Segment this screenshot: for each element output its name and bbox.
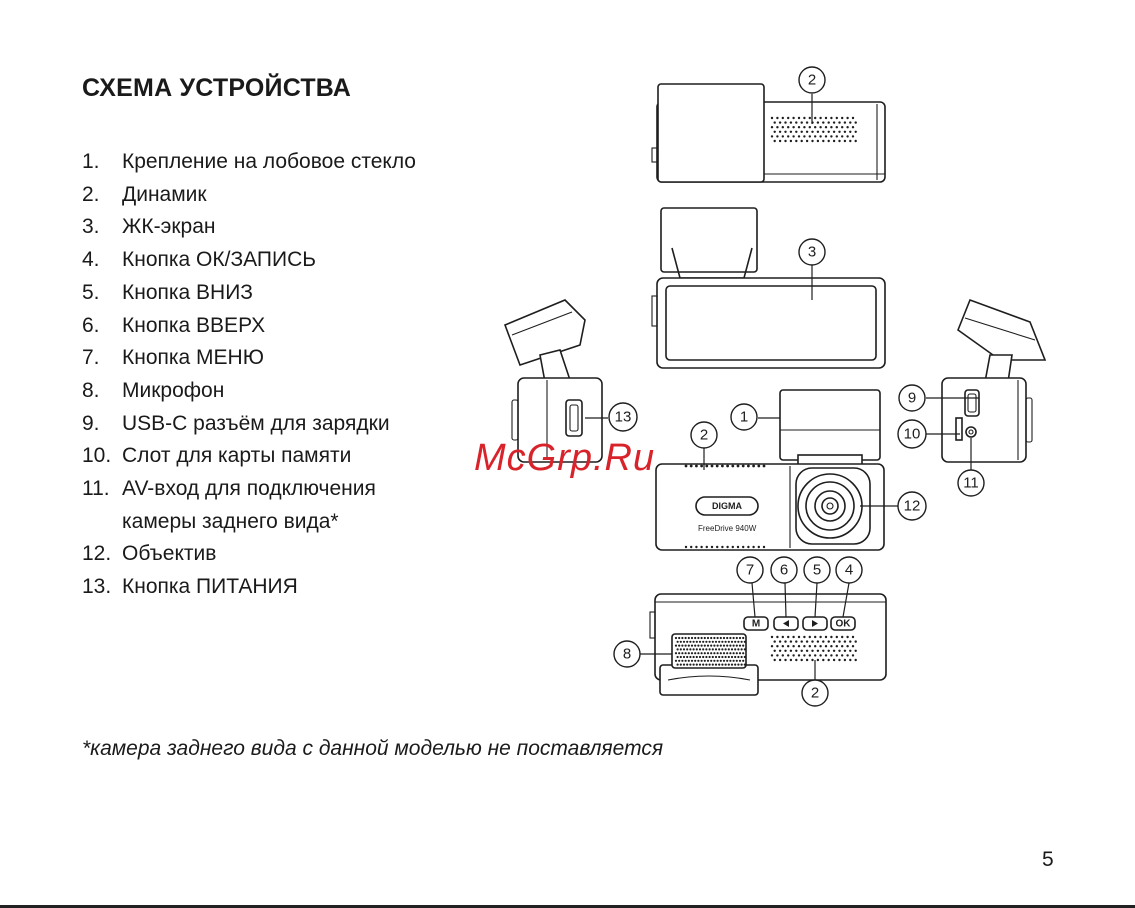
item-number: 10. [82,444,112,468]
speaker-grille-front [684,464,766,468]
item-label: Кнопка МЕНЮ [122,346,264,370]
list-item: 12. Объектив [82,538,416,571]
callout: 3 [798,238,826,266]
svg-text:9: 9 [908,390,916,407]
item-number: 11. [82,477,110,501]
svg-text:12: 12 [904,498,921,515]
callout: 9 [898,384,926,412]
page-title: СХЕМА УСТРОЙСТВА [82,74,352,102]
svg-text:2: 2 [700,427,708,444]
item-number: 13. [82,575,112,599]
device-right-side-view [941,298,1047,463]
callout: 2 [798,66,826,94]
svg-text:13: 13 [615,409,632,426]
callout: 11 [957,469,985,497]
item-label: AV-вход для подключения камеры заднего в… [122,477,376,533]
device-left-side-view [503,299,603,463]
list-item: 13. Кнопка ПИТАНИЯ [82,571,416,604]
svg-text:11: 11 [963,475,979,492]
callout: 12 [897,491,927,521]
item-label: Кнопка ВВЕРХ [122,313,266,337]
item-number: 3. [82,215,100,239]
item-label: Кнопка ПИТАНИЯ [122,575,298,599]
list-item: 2. Динамик [82,179,416,212]
watermark: McGrp.Ru [474,437,655,479]
brand-logo: DIGMA [712,501,742,511]
svg-text:2: 2 [811,685,819,702]
callout: 10 [897,419,927,449]
item-label: Микрофон [122,378,225,402]
callout: 2 [801,679,829,707]
list-item: 3. ЖК-экран [82,211,416,244]
callout: 8 [613,640,641,668]
item-number: 5. [82,280,100,304]
speaker-grille-bottom [770,635,857,662]
list-item: 5. Кнопка ВНИЗ [82,277,416,310]
svg-text:8: 8 [623,646,631,663]
up-arrow-icon [783,620,789,627]
menu-button-label: M [752,619,760,630]
item-label: Кнопка ВНИЗ [122,280,253,304]
callout: 1 [730,403,758,431]
microphone-grille [674,636,746,666]
list-item: 8. Микрофон [82,375,416,408]
item-number: 2. [82,182,100,206]
list-item: 4. Кнопка ОК/ЗАПИСЬ [82,244,416,277]
device-front-view: DIGMA FreeDrive 940W [655,389,885,551]
device-bottom-view: M OK [649,593,887,696]
item-label: Слот для карты памяти [122,444,352,468]
item-number: 6. [82,313,100,337]
bottom-vent [684,545,766,549]
item-number: 1. [82,150,100,173]
item-label: Динамик [122,182,207,206]
item-number: 4. [82,248,100,272]
list-item: 11. AV-вход для подключения камеры заднег… [82,473,416,538]
item-number: 9. [82,411,100,435]
svg-text:1: 1 [740,409,748,426]
item-number: 8. [82,378,100,402]
callout: 2 [690,421,718,449]
list-item: 1. Крепление на лобовое стекло [82,146,416,179]
item-label: ЖК-экран [122,215,216,239]
callout: 6 [770,556,798,584]
callout: 5 [803,556,831,584]
svg-text:10: 10 [904,426,921,443]
model-name: FreeDrive 940W [698,524,757,533]
callout: 13 [608,402,638,432]
svg-text:4: 4 [845,562,853,579]
callout: 4 [835,556,863,584]
svg-text:2: 2 [808,72,816,89]
item-label: Кнопка ОК/ЗАПИСЬ [122,248,317,272]
ok-button-label: OK [836,619,852,630]
callout: 7 [736,556,764,584]
svg-text:5: 5 [813,562,821,579]
device-rear-view [651,207,886,369]
page-number: 5 [1042,848,1054,871]
item-label: Объектив [122,542,217,566]
item-label: Крепление на лобовое стекло [122,150,416,173]
parts-list: 1.Крепление на лобовое стекло 2.Динамик … [82,146,416,604]
list-item: 10. Слот для карты памяти [82,440,416,473]
item-number: 7. [82,346,100,370]
svg-text:3: 3 [808,244,816,261]
item-number: 12. [82,542,112,566]
down-arrow-icon [812,620,818,627]
svg-text:6: 6 [780,562,788,579]
svg-text:7: 7 [746,562,754,579]
bottom-rule [0,905,1135,908]
list-item: 7. Кнопка МЕНЮ [82,342,416,375]
leader-lines [585,94,979,680]
footnote: *камера заднего вида с данной моделью не… [82,737,664,760]
device-top-view [651,83,886,183]
item-label: USB-C разъём для зарядки [122,411,390,435]
list-item: 6. Кнопка ВВЕРХ [82,310,416,343]
list-item: 9. USB-C разъём для зарядки [82,408,416,441]
